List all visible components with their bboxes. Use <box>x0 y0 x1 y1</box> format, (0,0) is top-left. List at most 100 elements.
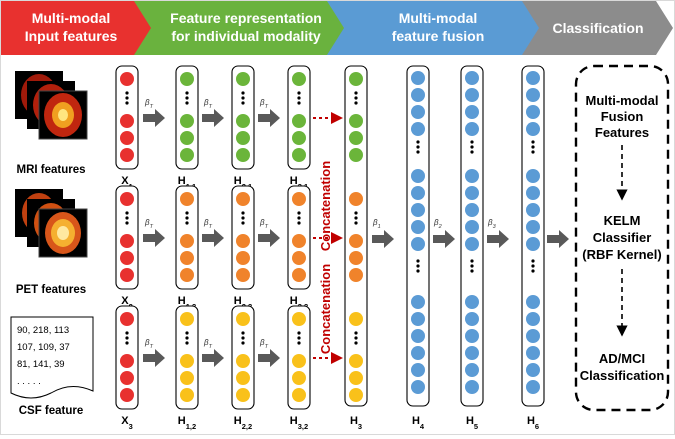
ellipsis-dot <box>185 331 189 335</box>
ellipsis-dot <box>125 341 129 345</box>
h6-node <box>526 295 540 309</box>
csf-arrow-1 <box>202 349 224 367</box>
ellipsis-dot <box>125 336 129 340</box>
pet-node <box>120 251 134 265</box>
ellipsis-dot <box>185 91 189 95</box>
network-layers: X1H1,1H2,1H3,1βTβTβTX2H1,2H2,2H3,2βTβTβT… <box>115 65 569 431</box>
h4-node <box>411 237 425 251</box>
ellipsis-dot <box>241 221 245 225</box>
ellipsis-dot <box>297 216 301 220</box>
pet-beta-label-1: βT <box>203 218 213 230</box>
ellipsis-dot <box>125 101 129 105</box>
ellipsis-dot <box>354 216 358 220</box>
csf-node <box>180 354 194 368</box>
csf-node <box>180 312 194 326</box>
mri-beta-label-2: βT <box>259 98 269 110</box>
csf-node <box>292 312 306 326</box>
ellipsis-dot <box>470 259 474 263</box>
h3-node <box>349 354 363 368</box>
mri-brain-images <box>15 71 88 140</box>
csf-node <box>120 371 134 385</box>
pet-node <box>292 192 306 206</box>
mri-node <box>120 114 134 128</box>
stage-representation-title-2: for individual modality <box>171 28 321 44</box>
pet-node <box>120 234 134 248</box>
ellipsis-dot <box>185 341 189 345</box>
h3-node <box>349 268 363 282</box>
mri-beta-label-0: βT <box>144 98 154 110</box>
h6-node <box>526 312 540 326</box>
ellipsis-dot <box>185 221 189 225</box>
h6-node <box>526 105 540 119</box>
csf-column-label-3: H3,2 <box>290 415 308 431</box>
h4-node <box>411 122 425 136</box>
fusion-arrow-0 <box>372 230 394 248</box>
ellipsis-dot <box>416 150 420 154</box>
pet-node <box>236 234 250 248</box>
pet-node <box>180 268 194 282</box>
ellipsis-dot <box>297 91 301 95</box>
csf-value-4: . . . . . <box>17 376 41 387</box>
kelm-line-1: KELM <box>604 213 641 228</box>
ellipsis-dot <box>470 145 474 149</box>
h4-node <box>411 295 425 309</box>
concatenation-label-1: Concatenation <box>318 161 333 251</box>
mri-arrow-2 <box>258 109 280 127</box>
ellipsis-dot <box>241 101 245 105</box>
mri-node <box>236 148 250 162</box>
h6-node <box>526 380 540 394</box>
stage-representation-title-1: Feature representation <box>170 10 322 26</box>
ellipsis-dot <box>354 331 358 335</box>
stage-classification-chevron <box>522 1 673 55</box>
h6-node <box>526 346 540 360</box>
csf-arrow-2 <box>258 349 280 367</box>
ellipsis-dot <box>125 96 129 100</box>
csf-label: CSF feature <box>19 405 84 417</box>
pet-node <box>236 192 250 206</box>
fusion-beta-label-2: β3 <box>487 218 497 230</box>
ellipsis-dot <box>125 331 129 335</box>
h3-node <box>349 192 363 206</box>
h5-node <box>465 203 479 217</box>
stage-input-title-2: Input features <box>25 28 118 44</box>
pet-arrow-1 <box>202 229 224 247</box>
csf-node <box>236 354 250 368</box>
h3-node <box>349 251 363 265</box>
h6-node <box>526 363 540 377</box>
h3-node <box>349 72 363 86</box>
mri-node <box>120 131 134 145</box>
h5-node <box>465 169 479 183</box>
ellipsis-dot <box>241 91 245 95</box>
h4-node <box>411 71 425 85</box>
ellipsis-dot <box>297 211 301 215</box>
ellipsis-dot <box>125 91 129 95</box>
ellipsis-dot <box>416 264 420 268</box>
pet-node <box>120 192 134 206</box>
ellipsis-dot <box>297 96 301 100</box>
h5-node <box>465 329 479 343</box>
csf-node <box>120 388 134 402</box>
ellipsis-dot <box>241 336 245 340</box>
fusion-beta-label-0: β1 <box>372 218 381 230</box>
csf-node <box>180 371 194 385</box>
h3-node <box>349 371 363 385</box>
stage-input-title-1: Multi-modal <box>32 10 111 26</box>
h4-node <box>411 363 425 377</box>
h5-label: H5 <box>466 415 478 431</box>
h4-node <box>411 312 425 326</box>
ellipsis-dot <box>297 221 301 225</box>
mri-beta-label-1: βT <box>203 98 213 110</box>
ellipsis-dot <box>470 140 474 144</box>
h4-node <box>411 169 425 183</box>
h3-node <box>349 148 363 162</box>
ellipsis-dot <box>354 221 358 225</box>
ellipsis-dot <box>531 269 535 273</box>
classifier-arrow <box>547 230 569 248</box>
ellipsis-dot <box>297 336 301 340</box>
stage-input-chevron <box>1 1 155 55</box>
csf-beta-label-2: βT <box>259 338 269 350</box>
h4-node <box>411 105 425 119</box>
csf-value-2: 107, 109, 37 <box>17 342 70 353</box>
ellipsis-dot <box>470 150 474 154</box>
